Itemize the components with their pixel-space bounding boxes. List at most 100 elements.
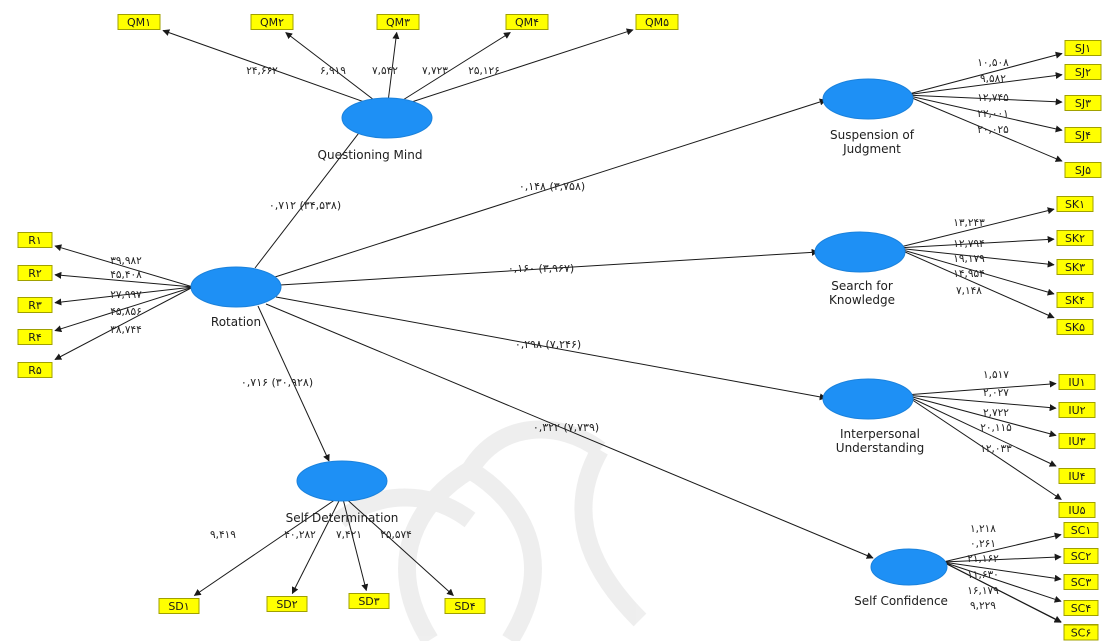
indicator-label: QM۴ [515, 16, 539, 29]
indicator-sc-2[interactable]: SC۲ [1063, 548, 1099, 564]
indicator-r-5[interactable]: R۵ [17, 362, 53, 378]
indicator-iu-1[interactable]: IU۱ [1058, 374, 1096, 390]
latent-node-shape [814, 231, 906, 273]
indicator-sc-3[interactable]: SC۳ [1063, 574, 1099, 590]
loading-value-sk-4: ۱۴,۹۵۴ [953, 268, 985, 280]
indicator-r-1[interactable]: R۱ [17, 232, 53, 248]
indicator-iu-4[interactable]: IU۴ [1058, 468, 1096, 484]
loading-value-qm-4: ۷,۷۲۳ [422, 65, 448, 77]
indicator-label: IU۳ [1068, 435, 1085, 448]
indicator-box [1056, 319, 1094, 335]
indicator-sc-6[interactable]: SC۶ [1063, 624, 1099, 641]
indicator-sd-4[interactable]: SD۴ [444, 598, 486, 614]
indicator-label: SD۳ [358, 595, 379, 608]
latent-node-shape [296, 460, 388, 502]
loading-value-sj-4: ۲۲,۰۰۱ [977, 108, 1009, 120]
latent-label-sj-line2: Judgment [842, 142, 901, 156]
latent-questioning-mind[interactable]: Questioning Mind [318, 97, 433, 162]
loading-value-qm-2: ۶,۹۱۹ [320, 65, 346, 77]
indicator-sj-3[interactable]: SJ۳ [1064, 95, 1102, 111]
indicator-label: SD۱ [168, 600, 189, 613]
structural-path-arrow [265, 303, 874, 559]
indicator-box [1056, 259, 1094, 275]
indicator-sc-4[interactable]: SC۴ [1063, 600, 1099, 616]
latent-interpersonal-understanding[interactable]: Interpersonal Understanding [822, 378, 924, 455]
loading-arrow-sc-1 [942, 532, 1062, 563]
indicator-sk-3[interactable]: SK۳ [1056, 259, 1094, 275]
loading-arrow-qm-3 [386, 31, 400, 111]
loading-value-qm-5: ۲۵,۱۲۶ [468, 65, 500, 77]
loading-arrow-r-1 [54, 244, 194, 288]
loading-arrow-iu-2 [904, 394, 1057, 412]
indicator-sd-3[interactable]: SD۳ [348, 593, 390, 609]
indicator-sd-2[interactable]: SD۲ [266, 596, 308, 612]
indicator-box [250, 14, 294, 30]
latent-label-sk-line1: Search for [831, 279, 893, 293]
path-label-rotation-sk: ۰,۱۶۰ (۳,۹۶۷) [508, 262, 574, 275]
indicator-qm-2[interactable]: QM۲ [250, 14, 294, 30]
indicator-box [17, 232, 53, 248]
structural-path-arrow [274, 98, 827, 278]
latent-label-self-confidence: Self Confidence [854, 594, 948, 608]
indicator-qm-1[interactable]: QM۱ [117, 14, 161, 30]
indicator-sj-2[interactable]: SJ۲ [1064, 64, 1102, 80]
latent-self-confidence[interactable]: Self Confidence [854, 548, 948, 608]
indicator-label: R۳ [28, 299, 42, 312]
loading-value-sd-1: ۹,۴۱۹ [210, 529, 236, 541]
indicator-box [1056, 292, 1094, 308]
indicator-sj-1[interactable]: SJ۱ [1064, 40, 1102, 56]
latent-node-shape [341, 97, 433, 139]
latent-suspension-of-judgment[interactable]: Suspension of Judgment [822, 78, 915, 156]
indicator-r-4[interactable]: R۴ [17, 329, 53, 345]
indicator-sj-5[interactable]: SJ۵ [1064, 162, 1102, 178]
indicator-qm-5[interactable]: QM۵ [635, 14, 679, 30]
indicator-qm-4[interactable]: QM۴ [505, 14, 549, 30]
latent-label-iu-line1: Interpersonal [840, 427, 920, 441]
path-label-rotation-sd: ۰,۷۱۶ (۳۰,۹۲۸) [241, 376, 313, 389]
indicator-sc-1[interactable]: SC۱ [1063, 522, 1099, 538]
latent-self-determination[interactable]: Self Determination [286, 460, 399, 525]
indicator-sk-4[interactable]: SK۴ [1056, 292, 1094, 308]
latent-search-for-knowledge[interactable]: Search for Knowledge [814, 231, 906, 307]
indicator-r-3[interactable]: R۳ [17, 297, 53, 313]
indicator-label: QM۵ [645, 16, 669, 29]
indicator-sk-2[interactable]: SK۲ [1056, 230, 1094, 246]
indicator-sd-1[interactable]: SD۱ [158, 598, 200, 614]
latent-node-shape [870, 548, 948, 586]
loading-arrow-sc-2 [942, 553, 1062, 563]
indicator-label: SK۱ [1065, 198, 1085, 211]
indicator-box [1058, 468, 1096, 484]
indicator-box [1056, 230, 1094, 246]
indicator-r-2[interactable]: R۲ [17, 265, 53, 281]
indicator-iu-5[interactable]: IU۵ [1058, 502, 1096, 518]
loading-arrow-qm-4 [386, 32, 511, 111]
loading-value-iu-2: ۲,۰۲۷ [983, 387, 1009, 399]
loading-arrow-r-2 [54, 271, 194, 288]
indicator-label: QM۱ [127, 16, 151, 29]
indicator-sj-4[interactable]: SJ۴ [1064, 127, 1102, 143]
loading-arrow-qm-2 [285, 32, 388, 111]
indicator-iu-2[interactable]: IU۲ [1058, 402, 1096, 418]
indicator-label: SC۶ [1071, 627, 1092, 640]
indicator-label: R۲ [28, 267, 42, 280]
loading-arrow-sc-6 [942, 561, 1062, 623]
loading-arrow-r-5 [54, 286, 194, 360]
loading-arrow-sd-2 [291, 494, 343, 595]
indicator-box [1063, 522, 1099, 538]
loading-value-sk-2: ۱۲,۷۹۴ [953, 238, 985, 250]
loading-arrow-r-4 [54, 286, 194, 333]
indicator-label: SK۲ [1065, 232, 1085, 245]
loading-arrow-sc-3 [942, 561, 1062, 582]
indicator-sk-1[interactable]: SK۱ [1056, 196, 1094, 212]
latent-rotation[interactable]: Rotation [190, 266, 282, 329]
latent-node-shape [190, 266, 282, 308]
latent-label-rotation: Rotation [211, 315, 261, 329]
indicator-sk-5[interactable]: SK۵ [1056, 319, 1094, 335]
structural-path-arrow [279, 248, 819, 286]
loading-arrow-sd-1 [193, 494, 343, 596]
indicator-label: SJ۲ [1075, 66, 1091, 79]
indicator-box [1058, 502, 1096, 518]
loading-arrow-sd-4 [341, 494, 454, 596]
indicator-iu-3[interactable]: IU۳ [1058, 433, 1096, 449]
indicator-qm-3[interactable]: QM۳ [376, 14, 420, 30]
